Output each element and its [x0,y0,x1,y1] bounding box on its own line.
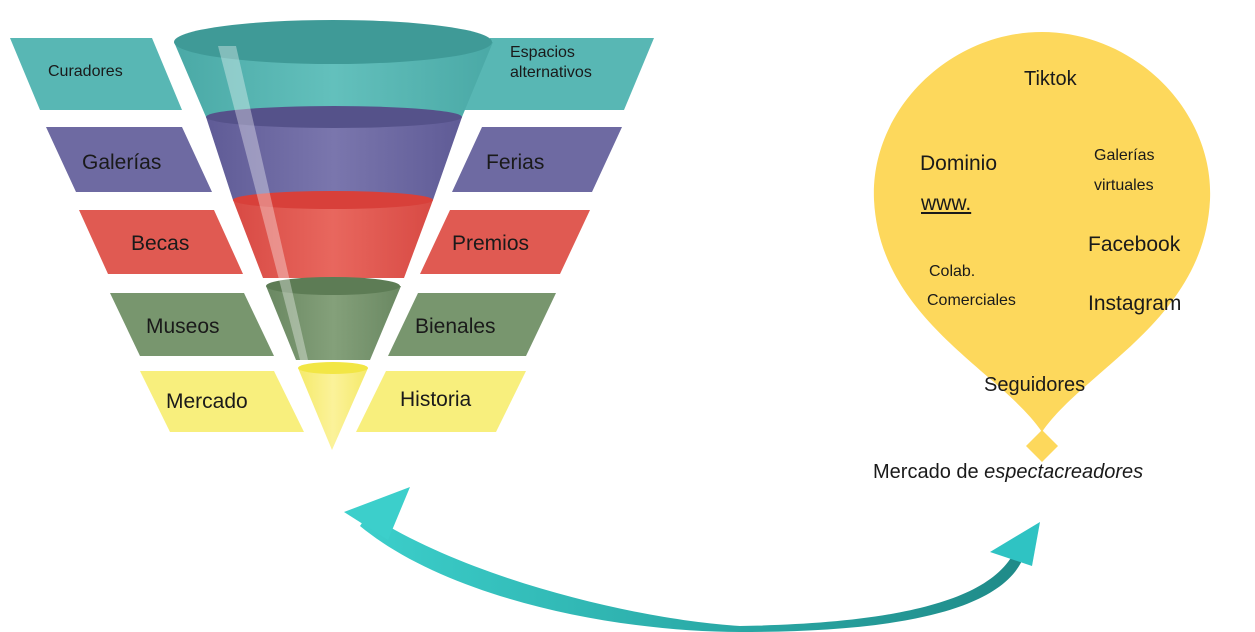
funnel-rim-green [266,277,400,295]
label-ferias: Ferias [486,151,545,174]
tab-right-ferias [452,127,622,192]
balloon-knot [1026,430,1058,462]
label-galerias: Galerías [82,151,162,174]
tab-left-galerias [46,127,212,192]
funnel-layer-purple [206,117,462,200]
label-colab-1: Colab. [929,263,976,280]
label-bienales: Bienales [415,315,496,338]
label-mercado: Mercado [166,390,248,413]
funnel-layer-green [266,286,401,360]
label-tiktok: Tiktok [1024,68,1077,90]
funnel-rim-red [233,191,433,209]
label-espacios-alternativos: Espacios alternativos [510,44,592,81]
funnel-layer-yellow [298,368,368,450]
label-historia: Historia [400,388,472,411]
tab-right-espacios [460,38,654,110]
label-colab-2: Comerciales [927,292,1016,309]
label-facebook: Facebook [1088,233,1181,256]
tab-right-premios [420,210,590,274]
label-premios: Premios [452,232,530,255]
funnel-rim-yellow [298,362,368,374]
tab-left-becas [79,210,243,274]
tab-right-bienales [388,293,556,356]
label-museos: Museos [146,315,220,338]
label-galerias-virtuales-1: Galerías [1094,147,1155,164]
label-instagram: Instagram [1088,292,1182,315]
funnel-highlight [218,46,308,360]
label-curadores: Curadores [48,63,123,80]
curved-arrow-body [360,514,1024,632]
caption-emphasis: espectacreadores [984,461,1144,483]
funnel-rim-purple [206,106,462,128]
caption-prefix: Mercado de [873,461,985,483]
caption-mercado: Mercado de espectacreadores [873,460,1143,485]
arrow-head-left [344,487,410,540]
funnel-layer-red [233,200,433,278]
label-dominio: Dominio [920,152,998,175]
tab-right-historia [356,371,526,432]
label-seguidores: Seguidores [984,374,1086,396]
label-galerias-virtuales-2: virtuales [1094,177,1154,194]
tab-left-curadores [10,38,182,110]
label-becas: Becas [131,232,190,255]
funnel-rim-teal [174,20,492,64]
tab-left-mercado [140,371,304,432]
tab-left-museos [110,293,274,356]
balloon-shape [873,32,1211,432]
arrow-head-right [990,522,1040,566]
label-www: www. [921,192,972,215]
